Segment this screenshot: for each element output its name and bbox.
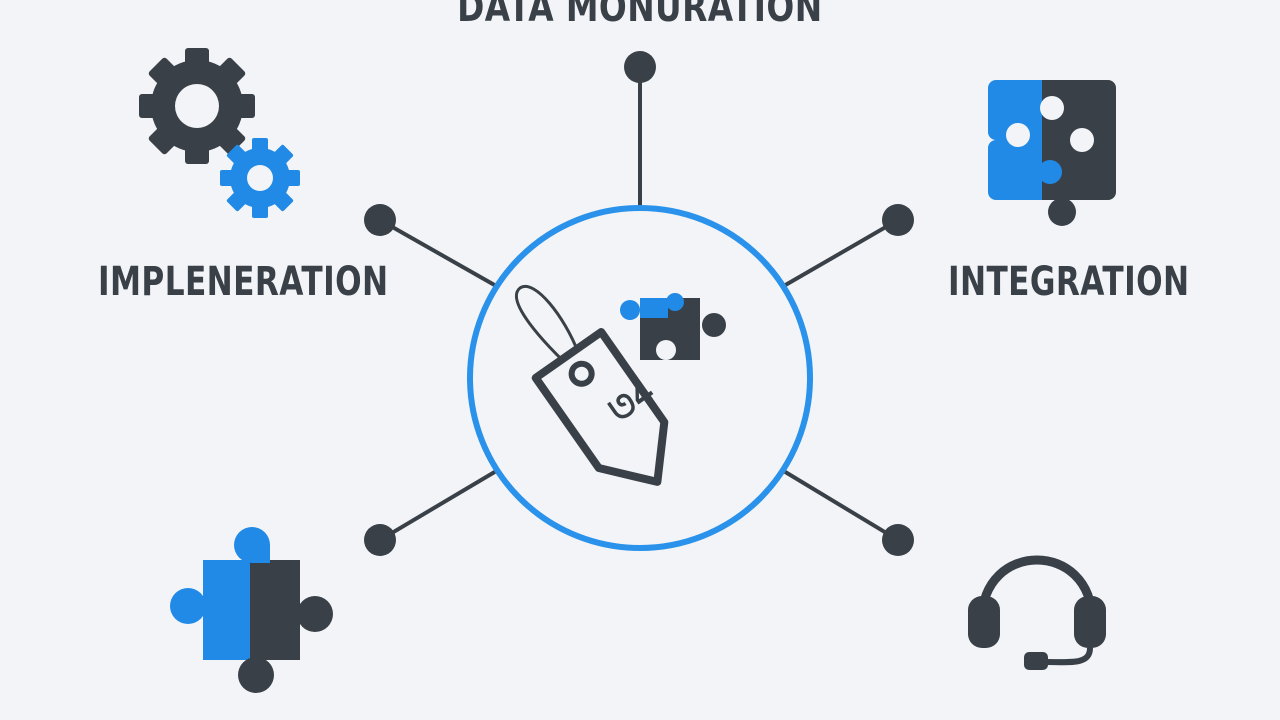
hub-puzzle-icon: [620, 293, 726, 360]
puzzle-square-icon: [988, 80, 1116, 226]
connector-top-right: [780, 218, 900, 289]
label-integration: INTEGRATION: [948, 259, 1190, 305]
headset-icon: [968, 555, 1106, 670]
gears-icon: [139, 48, 300, 218]
puzzle-piece-icon: [170, 527, 333, 693]
connector-bottom-left: [378, 468, 500, 542]
dot-top-right: [882, 204, 914, 236]
label-top-text: DATA MONURATION: [457, 0, 823, 31]
connector-lines: [378, 65, 900, 542]
dot-bottom-right: [882, 524, 914, 556]
dot-bottom-left: [364, 524, 396, 556]
connector-top-left: [378, 218, 500, 289]
label-data-monuration: DATA MONURATION: [0, 0, 1280, 28]
dot-top-left: [364, 204, 396, 236]
connector-dots: [364, 51, 914, 556]
label-impleneration: IMPLENERATION: [98, 259, 389, 305]
connector-bottom-right: [780, 468, 900, 542]
hub-circle: [467, 205, 813, 551]
dot-top: [624, 51, 656, 83]
